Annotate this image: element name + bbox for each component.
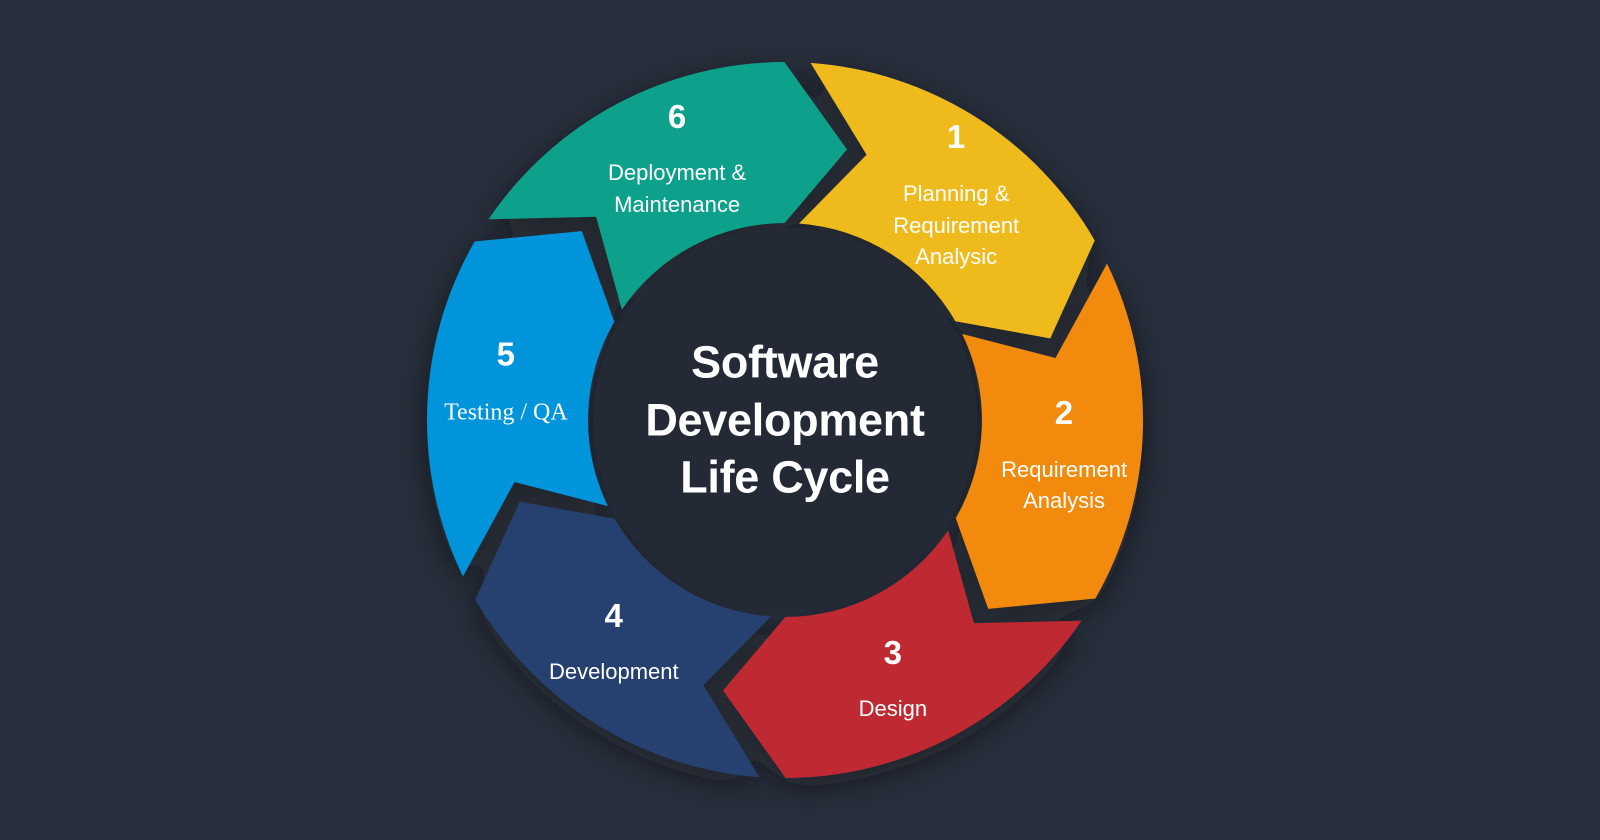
segment-6[interactable]	[488, 62, 847, 310]
segment-2[interactable]	[955, 263, 1144, 609]
segment-5[interactable]	[426, 231, 615, 577]
segment-1[interactable]	[799, 62, 1095, 339]
segment-4[interactable]	[475, 501, 771, 778]
segment-3[interactable]	[723, 530, 1082, 778]
segments-group	[426, 62, 1144, 778]
center-circle	[593, 228, 977, 612]
